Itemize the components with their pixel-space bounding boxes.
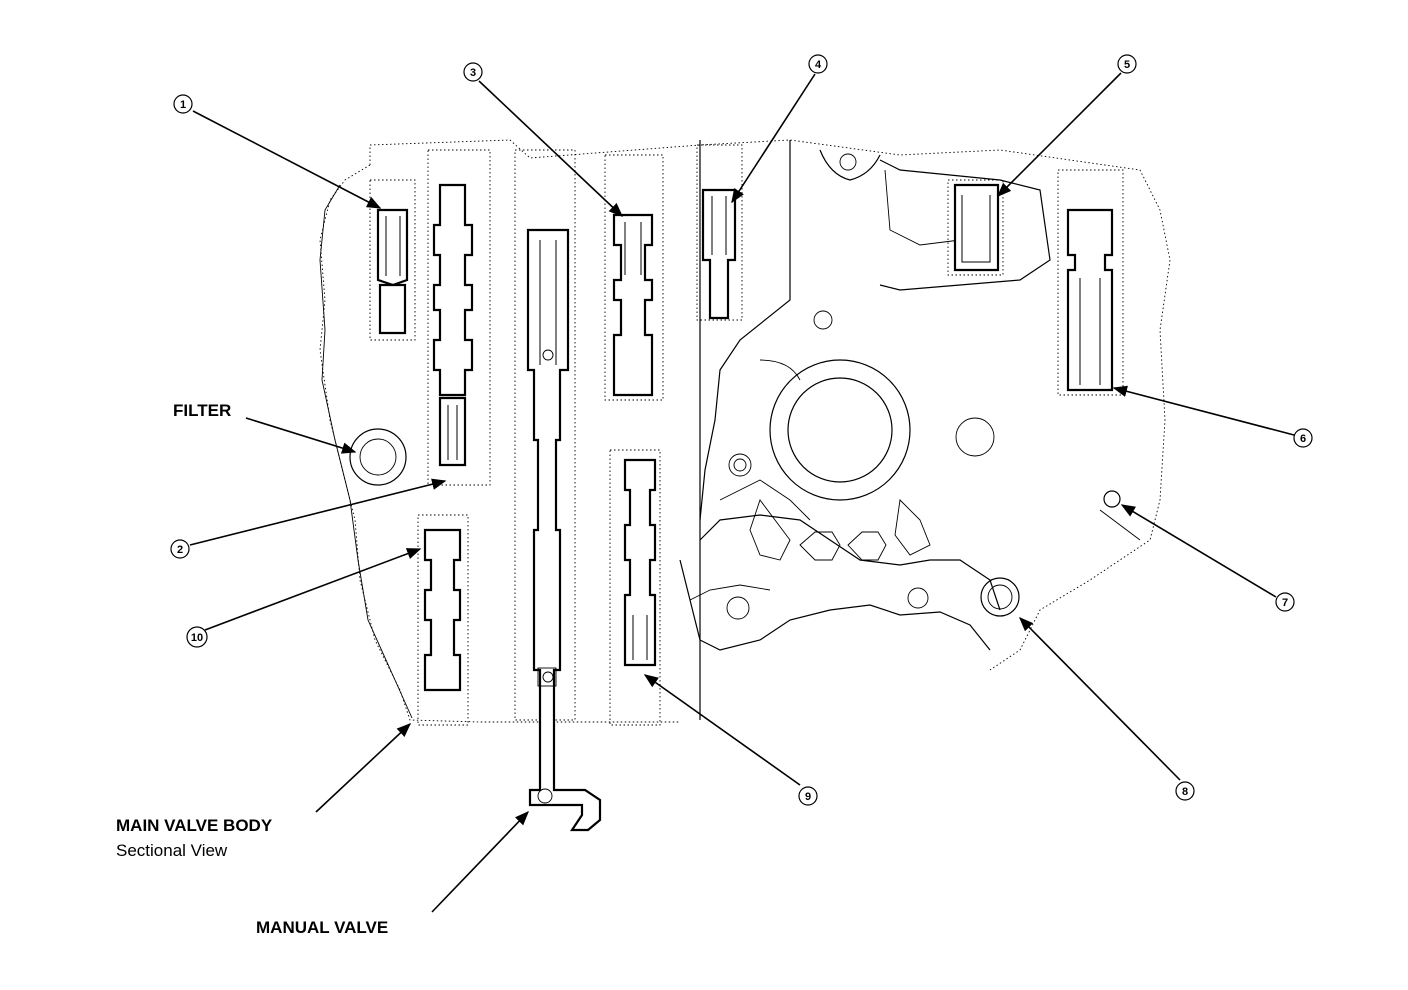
callout-8: 8 bbox=[1175, 781, 1195, 801]
svg-text:5: 5 bbox=[1124, 59, 1130, 71]
svg-text:2: 2 bbox=[177, 544, 183, 556]
svg-text:4: 4 bbox=[815, 59, 822, 71]
svg-text:7: 7 bbox=[1282, 597, 1288, 609]
spool-valve-1 bbox=[376, 208, 409, 335]
manual-valve-spool bbox=[526, 228, 602, 832]
spool-valve-3 bbox=[612, 213, 654, 397]
callout-9: 9 bbox=[798, 786, 818, 806]
spool-valve-10 bbox=[423, 528, 462, 692]
callout-6: 6 bbox=[1293, 428, 1313, 448]
manual-valve-label: MANUAL VALVE bbox=[256, 918, 388, 937]
svg-text:8: 8 bbox=[1182, 786, 1188, 798]
leader-lines bbox=[189, 72, 1295, 913]
sectional-view-label: Sectional View bbox=[116, 841, 228, 860]
svg-text:10: 10 bbox=[191, 632, 203, 644]
callout-2: 2 bbox=[170, 539, 190, 559]
callout-7: 7 bbox=[1275, 592, 1295, 612]
casting-structure bbox=[679, 140, 1141, 720]
spool-valve-5 bbox=[953, 183, 1000, 272]
main-valve-body-label: MAIN VALVE BODY bbox=[116, 816, 273, 835]
filter-element bbox=[349, 428, 407, 486]
callout-10: 10 bbox=[186, 626, 208, 648]
svg-text:3: 3 bbox=[470, 67, 476, 79]
callout-1: 1 bbox=[173, 94, 193, 114]
svg-text:9: 9 bbox=[805, 791, 811, 803]
valve-body-outline bbox=[319, 139, 1171, 723]
valve-bores bbox=[369, 144, 1124, 726]
spool-valve-4 bbox=[701, 188, 737, 320]
spool-valve-2 bbox=[432, 183, 474, 467]
callout-5: 5 bbox=[1117, 54, 1137, 74]
spool-valve-9 bbox=[623, 458, 657, 667]
svg-text:6: 6 bbox=[1300, 433, 1306, 445]
callout-3: 3 bbox=[463, 62, 483, 82]
callout-4: 4 bbox=[808, 54, 828, 74]
svg-text:1: 1 bbox=[180, 99, 186, 111]
spool-valve-6 bbox=[1066, 208, 1114, 392]
filter-label: FILTER bbox=[173, 401, 231, 420]
